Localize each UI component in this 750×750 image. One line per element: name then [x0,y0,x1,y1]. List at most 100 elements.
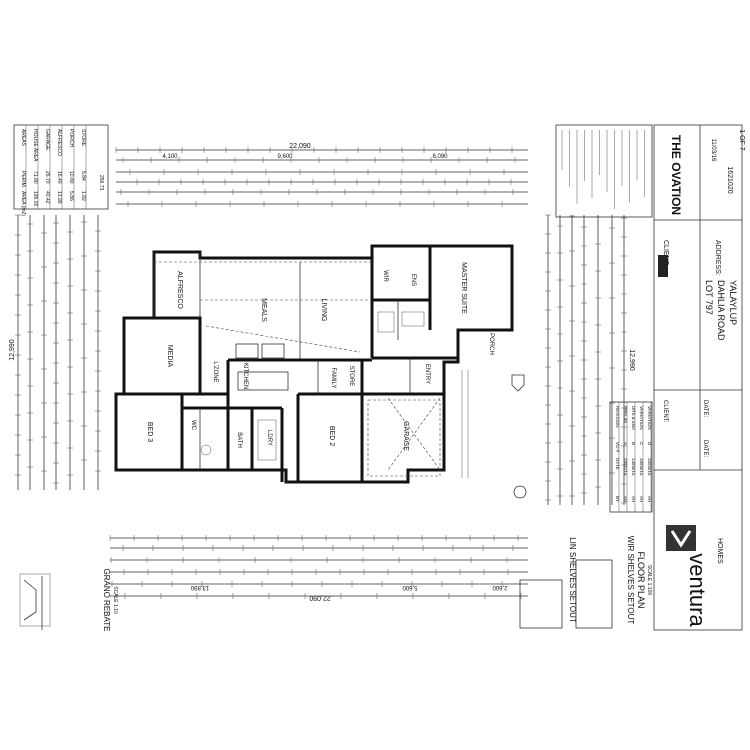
date-label-1: DATE: [702,400,708,418]
label-meals: MEALS [260,298,267,322]
rev-cell: AH [623,496,628,502]
label-alfresco: ALFRESCO [176,271,183,309]
rev-cell: AH [631,496,636,502]
overall-width-bottom: 22,090 [309,594,331,601]
label-wc: WC [190,420,196,431]
floor-plan: 22,090 4,100 9,600 8,090 12,990 [9,143,635,601]
label-bed3: BED 3 [146,422,153,442]
dim-top-c: 8,090 [432,154,448,160]
rev-cell: A [623,442,628,445]
area-cell: STORE [80,129,86,147]
area-cell: 71.80 [32,171,38,184]
rev-cell: B [631,442,636,445]
rev-cell: BY [615,496,620,502]
area-cell: AREA (m2) [20,191,26,216]
overall-depth-right: 12,990 [628,349,635,371]
grano-rebate-scale: SCALE 1:10 [112,586,118,614]
floor-plan-scale: SCALE 1:100 [646,565,652,596]
job-number: 1621020 [726,166,733,193]
area-cell: 40.42 [44,191,50,204]
rev-cell: 18/03/16 [639,458,644,476]
dim-top-b: 9,600 [277,154,293,160]
label-garage: GARAGE [402,421,409,451]
rev-cell: 14/03/16 [631,458,636,476]
dim-bottom-a: 13,890 [190,584,209,590]
address-label: ADDRESS: [714,240,721,276]
brand-sub: HOMES [716,538,723,564]
right-dimension-strings: 12,990 [545,214,635,505]
rev-cell: DRS & EBA [631,406,636,430]
label-media: MEDIA [166,345,173,368]
grano-rebate-detail: GRANO REBATE SCALE 1:10 [19,569,118,632]
address-line-2: DAHLIA ROAD [716,280,726,341]
area-cell: 1.82 [80,191,86,201]
dim-top-a: 4,100 [162,154,178,160]
rev-cell: AH [639,496,644,502]
rev-cell: D [647,442,652,446]
label-master-suite: MASTER SUITE [460,262,467,314]
label-porch: PORCH [488,333,494,355]
area-cell: 5.84 [80,171,86,181]
internal-linework [154,261,527,499]
client-label-2: CLIENT: [662,400,668,423]
rev-cell: REVISION [615,406,620,428]
lin-shelves-detail: LIN SHELVES SETOUT [519,537,577,629]
wir-shelves-title: WIR SHELVES SETOUT [626,536,635,625]
rev-cell: DATE [615,458,620,470]
label-ens: ENS [410,274,416,286]
area-cell: PORCH [68,129,74,147]
wir-shelves-detail: WIR SHELVES SETOUT [575,536,635,629]
area-cell: 13.99 [56,191,62,204]
address-line-3: YALAYLUP [728,280,738,325]
area-cell: ALFRESCO [56,129,62,156]
label-entry: ENTRY [424,364,430,384]
dim-bottom-c: 2,600 [492,584,508,590]
notes-box [555,124,653,218]
bottom-dimension-strings: 22,090 13,890 5,600 2,600 [109,535,528,601]
area-cell: GARAGE [44,129,50,151]
client-label: CLIENT: [662,240,669,266]
room-labels: ALFRESCO MEDIA MEALS LIVING KITCHEN FAMI… [146,262,494,451]
rev-cell: AH [647,496,652,502]
area-cell: 10.80 [68,171,74,184]
drawn-date: 11/03/16 [710,139,716,163]
area-total: 256.73 [98,175,104,191]
area-cell: 15.40 [56,171,62,184]
area-cell: AREAS [20,129,26,147]
grano-rebate-title: GRANO REBATE [102,569,111,632]
rev-cell: VARIATION [639,406,644,430]
dim-bottom-b: 5,600 [402,584,418,590]
rev-cell: 28/01/16 [623,458,628,476]
rev-cell: 25/03/16 [647,458,652,476]
sheet-number: 1 OF 7 [738,129,745,151]
area-cell: 5.86 [68,191,74,201]
rev-cell: VO # [615,442,620,453]
label-bed2: BED 2 [328,426,335,446]
label-kitchen: KITCHEN [242,363,248,389]
rev-cell: PRELIM [623,406,628,423]
date-label-2: DATE: [702,440,708,458]
title-block: THE OVATION 1 OF 7 1621020 11/03/16 CLIE… [653,124,745,631]
left-dimension-strings: 12,990 [9,214,101,490]
address-line-1: LOT 797 [704,280,714,315]
area-cell: 26.70 [44,171,50,184]
label-family: FAMILY [330,368,336,389]
floor-plan-heading: FLOOR PLAN [636,551,646,608]
label-ldry: LDRY [266,430,272,446]
floor-plan-caption: FLOOR PLAN SCALE 1:100 [636,551,652,608]
label-wir: WIR [382,270,388,282]
label-store: STORE [348,366,354,387]
project-title: THE OVATION [669,135,683,215]
overall-width-top: 22,090 [289,143,311,150]
lin-shelves-title: LIN SHELVES SETOUT [568,537,577,623]
area-cell: PERIM. [20,171,26,188]
brand-logo-icon [670,530,692,548]
rev-cell: VARIATION [647,406,652,430]
brand-name: ventura [685,553,710,627]
top-dimension-strings: 22,090 4,100 9,600 8,090 [115,143,528,207]
client-redaction [658,255,668,277]
